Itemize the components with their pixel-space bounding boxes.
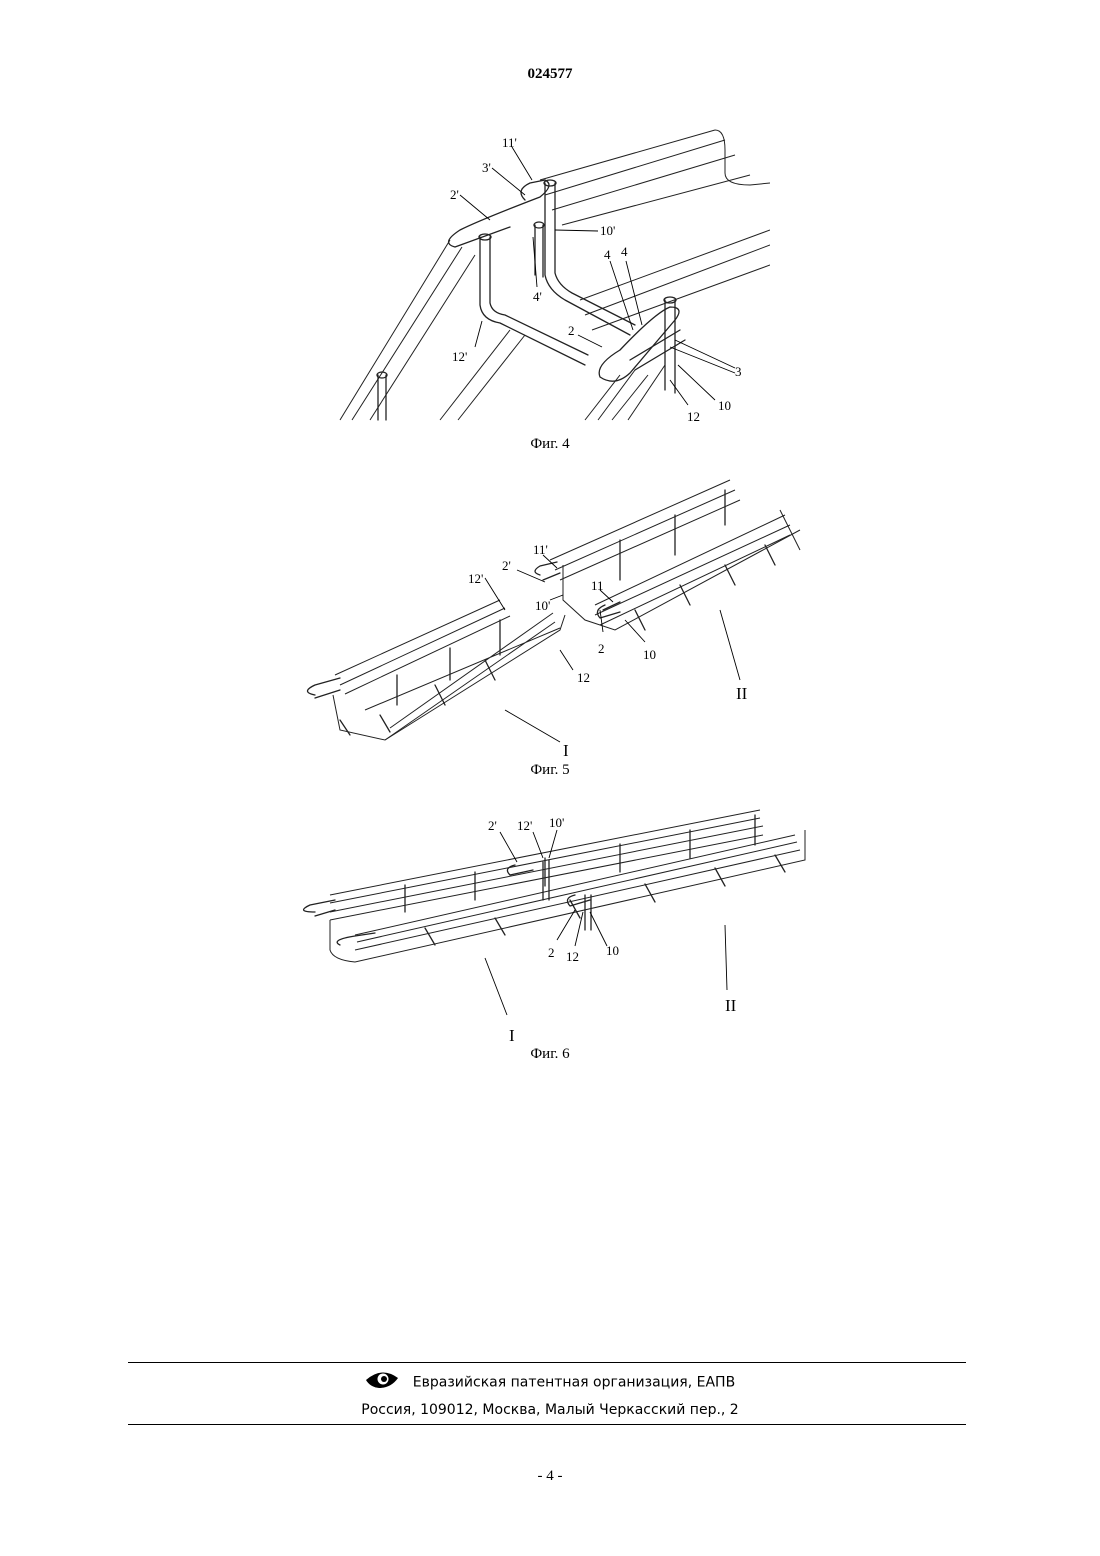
fig5-label-11: 11 [591,578,604,593]
fig5-label-I: I [563,741,569,760]
fig4-label-10prime: 10' [600,223,615,238]
fig6-label-10: 10 [606,943,619,958]
figure-5-caption: Фиг. 5 [0,762,1100,779]
fig5-label-10: 10 [643,647,656,662]
fig6-label-10prime: 10' [549,815,564,830]
fig4-label-4a: 4 [604,247,611,262]
fig5-label-10prime: 10' [535,598,550,613]
fig5-label-2prime: 2' [502,558,511,573]
fig4-label-3: 3 [735,364,742,379]
fig4-label-2prime: 2' [450,187,459,202]
fig5-label-12: 12 [577,670,590,685]
fig4-label-11prime: 11' [502,135,517,150]
fig6-label-II: II [725,996,737,1015]
fig5-label-12prime: 12' [468,571,483,586]
figure-5-svg: 11' 2' 12' 10' 11 2 10 12 II I [295,470,815,760]
fig6-label-I: I [509,1026,515,1045]
figure-5-drawing: 11' 2' 12' 10' 11 2 10 12 II I [295,470,815,760]
figure-6-svg: 2' 12' 10' 2 12 10 II I [285,800,825,1048]
figure-4-caption: Фиг. 4 [0,436,1100,453]
figure-4-svg: 11' 3' 2' 10' 4 4 4' 2 12' 3 10 12 [330,125,770,425]
page-number: - 4 - [0,1468,1100,1485]
footer-organization-text: Евразийская патентная организация, ЕАПВ [413,1375,735,1391]
footer-bottom-rule [128,1424,966,1425]
fig4-label-12: 12 [687,409,700,424]
fig4-label-12prime: 12' [452,349,467,364]
fig4-label-4prime: 4' [533,289,542,304]
eapo-eye-logo-icon [365,1369,399,1393]
fig4-label-4b: 4 [621,244,628,259]
footer-address: Россия, 109012, Москва, Малый Черкасский… [0,1402,1100,1418]
footer-organization-line: Евразийская патентная организация, ЕАПВ [0,1372,1100,1393]
fig5-label-11prime: 11' [533,542,548,557]
fig5-label-II: II [736,684,748,703]
fig6-label-2: 2 [548,945,555,960]
footer-top-rule [128,1362,966,1363]
fig4-label-3prime: 3' [482,160,491,175]
document-number: 024577 [0,66,1100,83]
figure-4-drawing: 11' 3' 2' 10' 4 4 4' 2 12' 3 10 12 [330,125,770,425]
figure-6-caption: Фиг. 6 [0,1046,1100,1063]
fig6-label-2prime: 2' [488,818,497,833]
fig4-label-2: 2 [568,323,575,338]
fig5-label-2: 2 [598,641,605,656]
fig6-label-12: 12 [566,949,579,964]
fig4-label-10: 10 [718,398,731,413]
fig6-label-12prime: 12' [517,818,532,833]
figure-6-drawing: 2' 12' 10' 2 12 10 II I [285,800,825,1048]
